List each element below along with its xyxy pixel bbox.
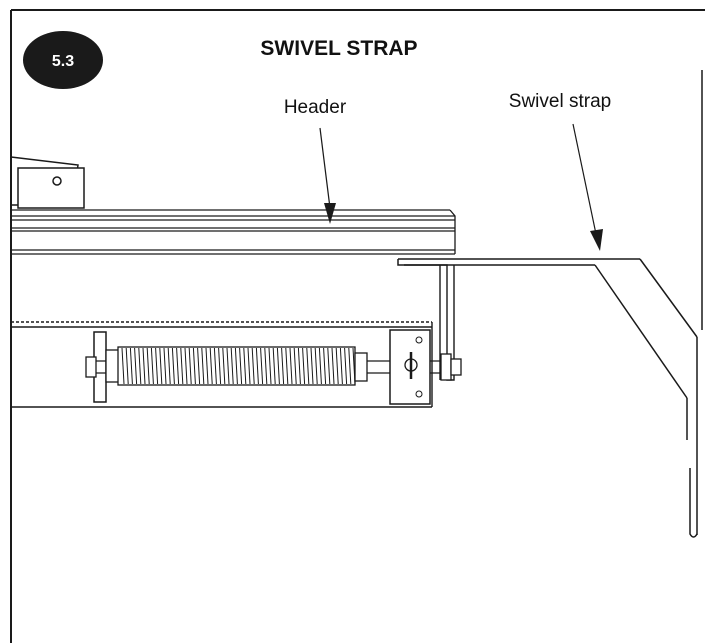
spring-coil — [243, 347, 247, 385]
spring-coil — [276, 347, 280, 385]
spring-coil — [348, 347, 352, 385]
spring-coil — [281, 347, 285, 385]
spring-coil — [331, 347, 335, 385]
spring-coil — [297, 347, 301, 385]
step-badge: 5.3 — [23, 31, 103, 89]
spring-coil — [129, 347, 133, 385]
spring-coil — [264, 347, 268, 385]
swivel-strap-callout-label: Swivel strap — [509, 91, 611, 112]
spring-housing — [11, 321, 433, 408]
spring-coil — [222, 347, 226, 385]
tension-spring — [85, 329, 462, 405]
spring-coil — [230, 347, 234, 385]
spring-coil — [247, 347, 251, 385]
spring-coil — [226, 347, 230, 385]
spring-coil — [344, 347, 348, 385]
spring-coil — [167, 347, 171, 385]
spring-coil — [155, 347, 159, 385]
spring-coil — [125, 347, 129, 385]
spring-coil — [318, 347, 322, 385]
spring-coil — [159, 347, 163, 385]
spring-coil — [260, 347, 264, 385]
spring-coil — [268, 347, 272, 385]
spring-coil — [180, 347, 184, 385]
spring-coil — [134, 347, 138, 385]
page-title: SWIVEL STRAP — [260, 37, 417, 60]
spring-coil — [209, 347, 213, 385]
spring-coil — [218, 347, 222, 385]
spring-coil — [285, 347, 289, 385]
spring-coil — [314, 347, 318, 385]
spring-coil — [150, 347, 154, 385]
spring-coils — [121, 347, 356, 385]
spring-coil — [310, 347, 314, 385]
spring-coil — [213, 347, 217, 385]
spring-coil — [176, 347, 180, 385]
spring-coil — [255, 347, 259, 385]
spring-coil — [239, 347, 243, 385]
spring-coil — [289, 347, 293, 385]
spring-coil — [163, 347, 167, 385]
header-beam — [11, 209, 456, 255]
step-number: 5.3 — [52, 53, 74, 70]
spring-coil — [335, 347, 339, 385]
spring-coil — [201, 347, 205, 385]
spring-coil — [302, 347, 306, 385]
header-callout-label: Header — [284, 97, 347, 118]
swivel-strap-leader-line — [572, 123, 603, 251]
swivel-strap — [397, 258, 698, 538]
spring-coil — [306, 347, 310, 385]
spring-coil — [197, 347, 201, 385]
spring-coil — [138, 347, 142, 385]
spring-coil — [323, 347, 327, 385]
spring-coil — [293, 347, 297, 385]
spring-coil — [205, 347, 209, 385]
spring-coil — [171, 347, 175, 385]
spring-coil — [327, 347, 331, 385]
pivot-bracket — [10, 156, 85, 209]
spring-coil — [272, 347, 276, 385]
spring-coil — [234, 347, 238, 385]
spring-coil — [339, 347, 343, 385]
spring-coil — [146, 347, 150, 385]
spring-coil — [184, 347, 188, 385]
spring-coil — [192, 347, 196, 385]
spring-coil — [121, 347, 125, 385]
spring-coil — [188, 347, 192, 385]
spring-coil — [142, 347, 146, 385]
spring-coil — [251, 347, 255, 385]
header-leader-line — [319, 127, 336, 224]
